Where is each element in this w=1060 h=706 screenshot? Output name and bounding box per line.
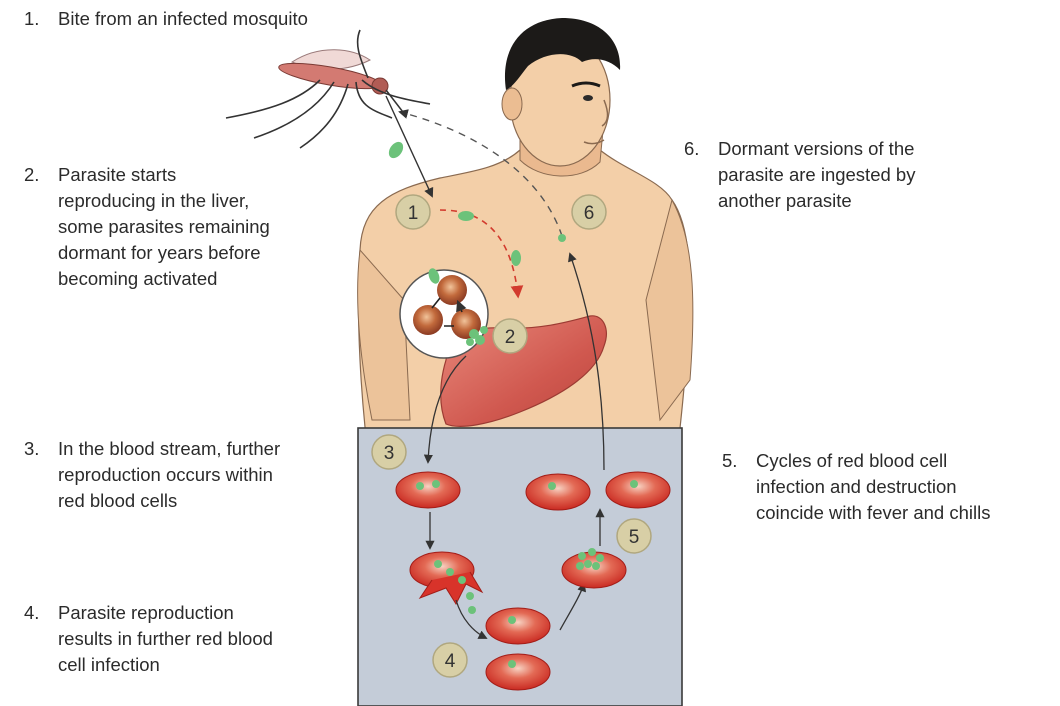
- step-badge-label: 4: [445, 651, 456, 672]
- step-badge-label: 2: [505, 327, 516, 348]
- liver-cell: [437, 275, 467, 305]
- step-badge-label: 3: [384, 443, 395, 464]
- mosquito: [226, 30, 430, 148]
- step-badge-label: 5: [629, 527, 640, 548]
- step-badge-label: 6: [584, 203, 595, 224]
- red-blood-cell: [396, 472, 460, 508]
- parasite: [458, 211, 474, 221]
- red-blood-cell: [486, 654, 550, 690]
- parasite: [558, 234, 566, 242]
- eye: [583, 95, 593, 101]
- step-badge-2: 2: [493, 319, 527, 353]
- step-badge-label: 1: [408, 203, 419, 224]
- step-badge-4: 4: [433, 643, 467, 677]
- mosquito-legs: [226, 30, 430, 148]
- step-badge-1: 1: [396, 195, 430, 229]
- red-blood-cell: [486, 608, 550, 644]
- parasite: [386, 139, 406, 161]
- red-blood-cell: [606, 472, 670, 508]
- red-blood-cell: [526, 474, 590, 510]
- liver-cell: [413, 305, 443, 335]
- step-badge-3: 3: [372, 435, 406, 469]
- ear: [502, 88, 522, 120]
- parasite: [511, 250, 521, 266]
- step-badge-6: 6: [572, 195, 606, 229]
- step-badge-5: 5: [617, 519, 651, 553]
